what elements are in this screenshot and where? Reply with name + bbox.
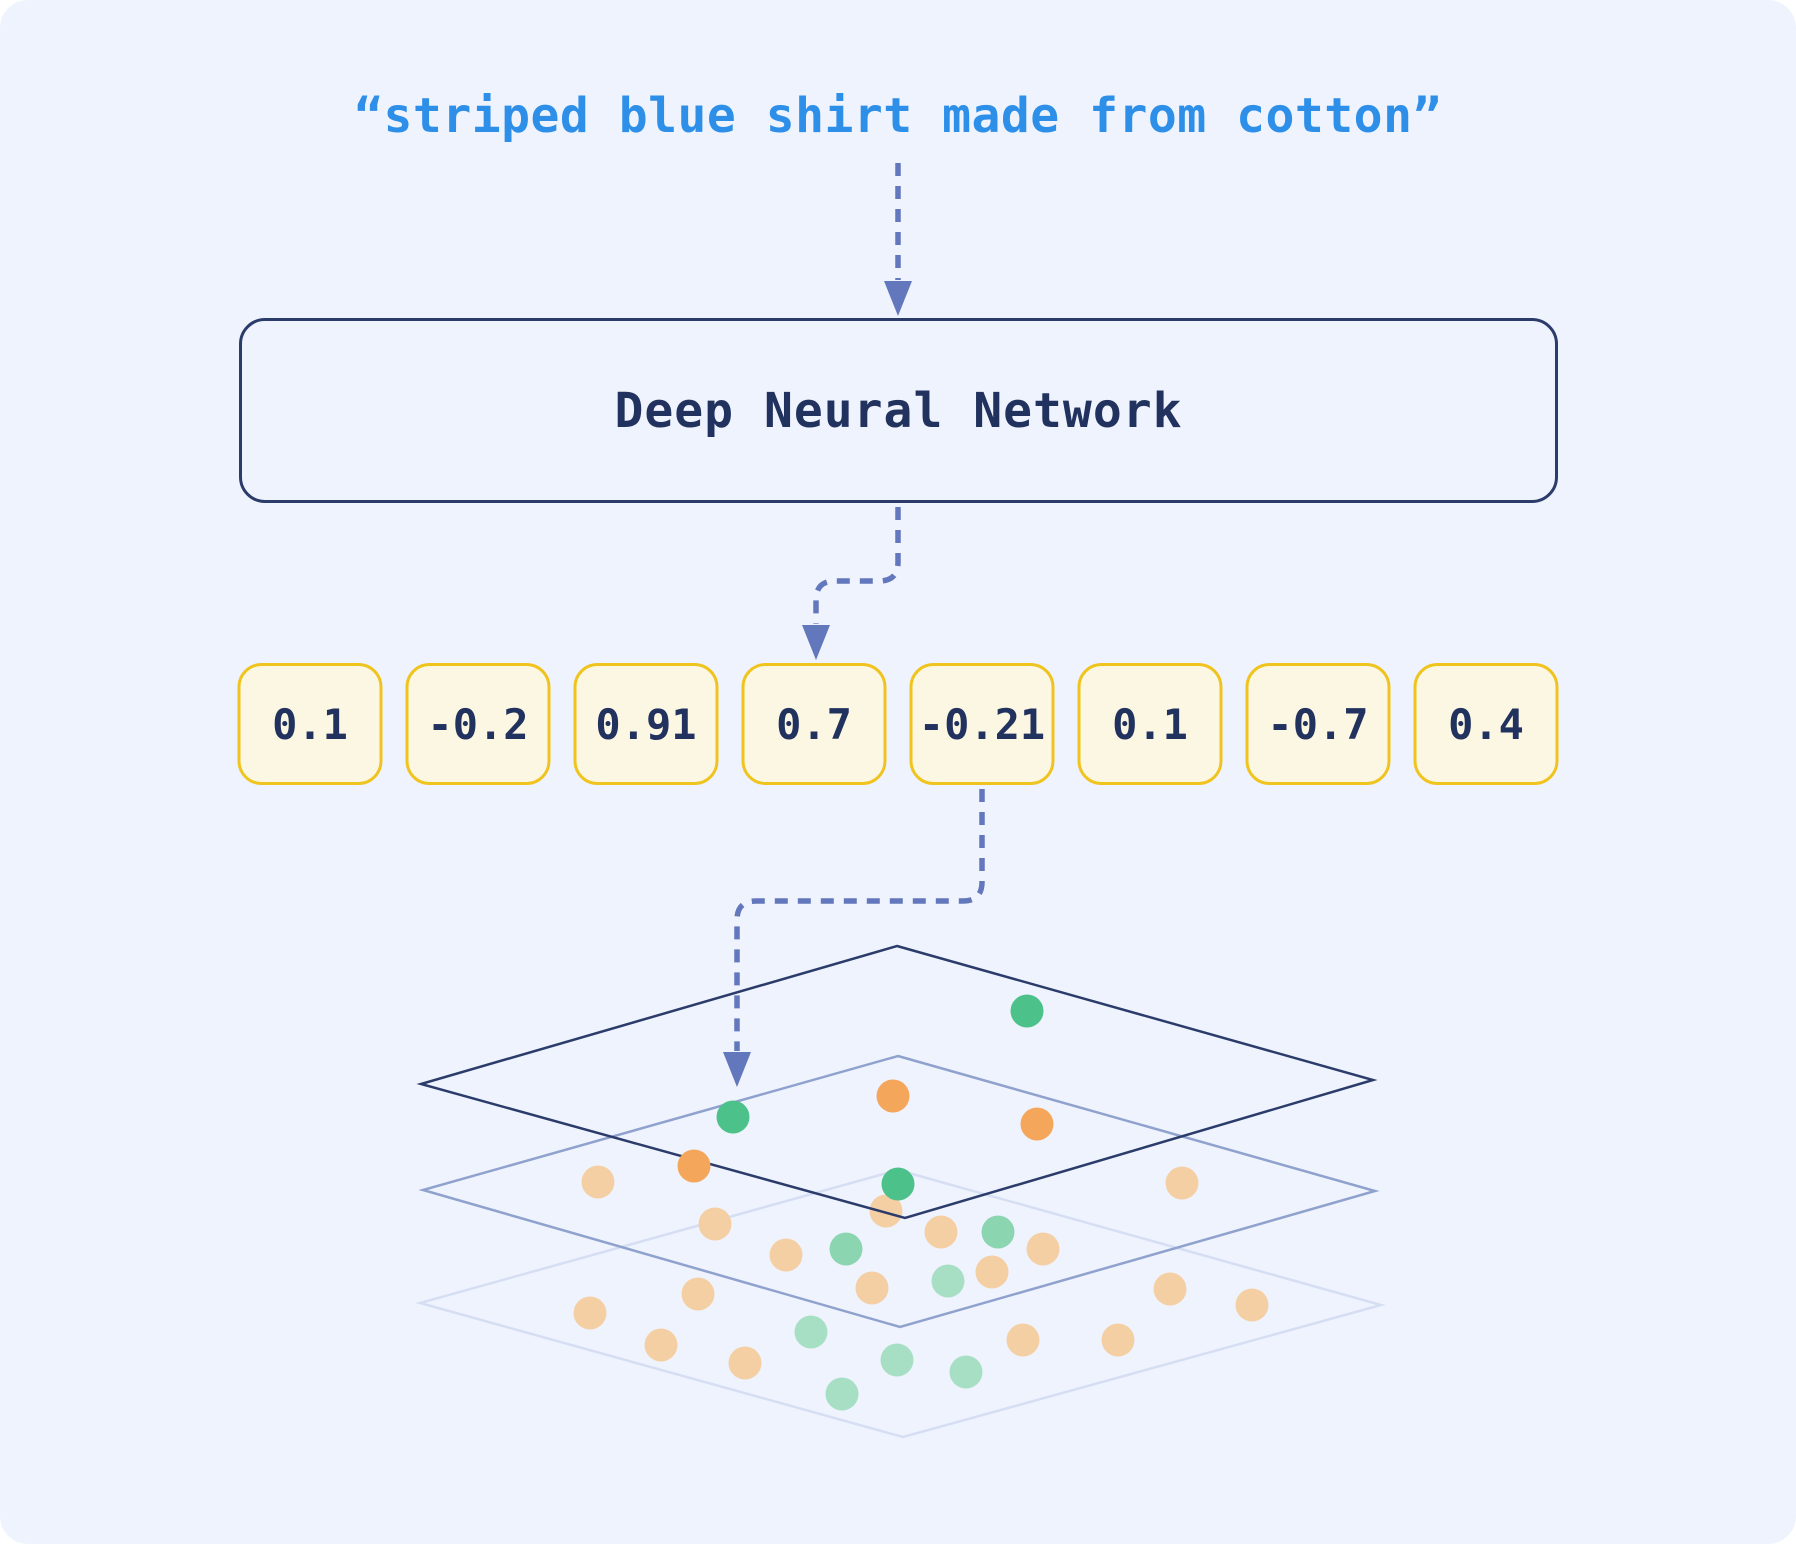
- vector-value-box: 0.1: [237, 663, 383, 785]
- vector-value-box: -0.21: [909, 663, 1055, 785]
- embedding-point-orange-light: [1165, 1166, 1199, 1200]
- arrow-head-icon: [802, 625, 830, 660]
- vector-value-box: 0.91: [573, 663, 719, 785]
- embedding-point-green-mid: [981, 1215, 1015, 1249]
- embedding-plane-middle: [418, 1054, 1380, 1329]
- embedding-point-orange-light: [1101, 1323, 1135, 1357]
- embedding-point-orange-light: [698, 1207, 732, 1241]
- vector-value-box: -0.2: [405, 663, 551, 785]
- vector-value-box: 0.1: [1077, 663, 1223, 785]
- embedding-point-orange-solid: [876, 1079, 910, 1113]
- embedding-point-green-solid: [881, 1167, 915, 1201]
- embedding-point-orange-light: [581, 1165, 615, 1199]
- embedding-point-orange-light: [1153, 1272, 1187, 1306]
- embedding-point-orange-light: [1235, 1288, 1269, 1322]
- arrow-head-icon: [723, 1052, 751, 1087]
- embedding-plane-bottom: [415, 1168, 1386, 1439]
- embedding-point-orange-solid: [677, 1149, 711, 1183]
- embedding-point-orange-light: [728, 1346, 762, 1380]
- embedding-point-orange-light: [644, 1328, 678, 1362]
- embedding-point-orange-light: [975, 1255, 1009, 1289]
- embedding-point-orange-light: [573, 1296, 607, 1330]
- embedding-point-green-light: [825, 1377, 859, 1411]
- neural-network-label: Deep Neural Network: [614, 382, 1183, 439]
- embedding-point-orange-light: [1026, 1232, 1060, 1266]
- embedding-point-green-light: [880, 1343, 914, 1377]
- embedding-point-green-light: [949, 1355, 983, 1389]
- vector-value-box: 0.7: [741, 663, 887, 785]
- embedding-point-orange-light: [855, 1271, 889, 1305]
- embedding-point-green-mid: [829, 1232, 863, 1266]
- embedding-point-orange-light: [1006, 1323, 1040, 1357]
- embedding-point-green-light: [794, 1315, 828, 1349]
- embedding-point-green-light: [931, 1264, 965, 1298]
- arrow-vector-to-space: [723, 789, 985, 1087]
- vector-value-box: 0.4: [1413, 663, 1559, 785]
- embedding-point-orange-solid: [1020, 1107, 1054, 1141]
- embedding-points-solid: [677, 994, 1054, 1201]
- embedding-points-faded: [573, 1165, 1269, 1411]
- input-text-quote: “striped blue shirt made from cotton”: [354, 88, 1442, 144]
- embedding-point-green-solid: [716, 1100, 750, 1134]
- embedding-plane-top: [416, 944, 1378, 1220]
- embedding-point-orange-light: [869, 1194, 903, 1228]
- arrow-text-to-network: [884, 163, 912, 316]
- embedding-point-orange-light: [769, 1238, 803, 1272]
- vector-value-box: -0.7: [1245, 663, 1391, 785]
- embedding-point-green-solid: [1010, 994, 1044, 1028]
- embedding-point-orange-light: [681, 1277, 715, 1311]
- arrow-network-to-vector: [802, 507, 901, 660]
- embedding-point-orange-light: [924, 1215, 958, 1249]
- arrow-head-icon: [884, 281, 912, 316]
- neural-network-box: Deep Neural Network: [239, 318, 1558, 503]
